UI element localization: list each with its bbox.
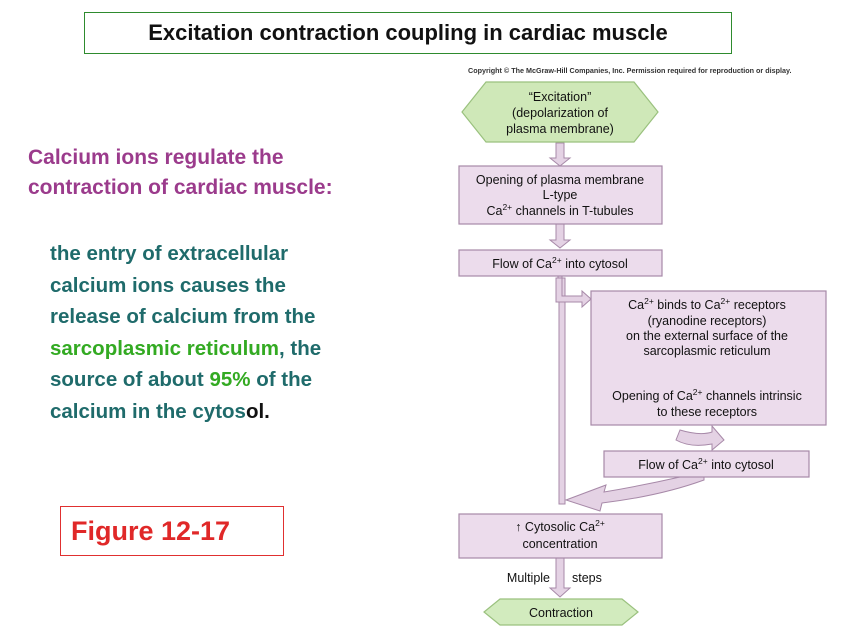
excitation-line-1: “Excitation”	[529, 90, 592, 104]
flow-2-label: Flow of Ca2+ into cytosol	[638, 456, 773, 472]
body-line-4: sarcoplasmic reticulum, the	[50, 333, 440, 365]
multiple-label: Multiple	[507, 571, 550, 585]
sarcoplasmic-reticulum-highlight: sarcoplasmic reticulum	[50, 336, 280, 360]
excitation-line-3: plasma membrane)	[506, 122, 614, 136]
arrow-flow-to-receptors	[555, 277, 592, 309]
excitation-node: “Excitation” (depolarization of plasma m…	[461, 81, 659, 143]
flow-1-label: Flow of Ca2+ into cytosol	[492, 255, 627, 271]
flow-into-cytosol-node: Flow of Ca2+ into cytosol	[458, 249, 663, 277]
body-line-1: the entry of extracellular	[50, 242, 289, 265]
heading-line-2: contraction of cardiac muscle:	[28, 176, 333, 199]
arrow-channels-to-flow	[675, 424, 725, 452]
binds-line-4: sarcoplasmic reticulum	[643, 344, 770, 358]
opening-2-line-2: to these receptors	[657, 405, 757, 419]
opening-line-1: Opening of plasma membrane	[476, 173, 644, 187]
arrow-cytosolic-to-contraction	[548, 557, 572, 598]
arrow-opening-to-flow	[548, 223, 572, 249]
body-line-6-start: calcium in the cytos	[50, 399, 246, 423]
opening-line-2: L-type	[543, 188, 578, 202]
excitation-line-2: (depolarization of	[512, 106, 608, 120]
copyright-notice: Copyright © The McGraw-Hill Companies, I…	[468, 66, 792, 75]
contraction-label: Contraction	[529, 606, 593, 620]
cytosolic-line-1: ↑ Cytosolic Ca2+	[515, 518, 605, 534]
slide-body-text: the entry of extracellular calcium ions …	[50, 238, 440, 427]
opening-2-line-1: Opening of Ca2+ channels intrinsic	[612, 387, 802, 403]
slide-heading: Calcium ions regulate the contraction of…	[28, 143, 428, 203]
body-line-6-end: ol.	[245, 399, 270, 423]
arrow-flow-to-cytosolic	[564, 476, 705, 512]
body-line-5: source of about 95% of the	[50, 364, 440, 396]
flow-from-sr-node: Flow of Ca2+ into cytosol	[603, 450, 810, 478]
steps-label: steps	[572, 571, 602, 585]
cytosolic-calcium-node: ↑ Cytosolic Ca2+ concentration	[458, 513, 663, 559]
binds-line-2: (ryanodine receptors)	[648, 314, 767, 328]
binds-line-3: on the external surface of the	[626, 329, 788, 343]
opening-line-3: Ca2+ channels in T-tubules	[486, 202, 633, 218]
arrow-excitation-to-opening	[548, 142, 572, 167]
body-line-3: release of calcium from the	[50, 305, 316, 328]
heading-line-1: Calcium ions regulate the	[28, 146, 284, 169]
body-line-2: calcium ions causes the	[50, 273, 286, 297]
cytosolic-line-2: concentration	[522, 537, 597, 551]
body-line-6: calcium in the cytosol.	[50, 396, 440, 428]
percent-highlight: 95%	[209, 368, 251, 391]
body-line-5-end: of the	[250, 368, 312, 391]
figure-label: Figure 12-17	[60, 506, 284, 556]
ryanodine-receptor-node: Ca2+ binds to Ca2+ receptors (ryanodine …	[590, 290, 827, 426]
body-line-4-rest: , the	[279, 336, 322, 360]
body-line-5-start: source of about	[50, 368, 210, 391]
opening-lchannels-node: Opening of plasma membrane L-type Ca2+ c…	[458, 165, 663, 225]
contraction-node: Contraction	[483, 598, 639, 626]
binds-line-1: Ca2+ binds to Ca2+ receptors	[628, 296, 786, 312]
slide-title: Excitation contraction coupling in cardi…	[84, 12, 732, 54]
